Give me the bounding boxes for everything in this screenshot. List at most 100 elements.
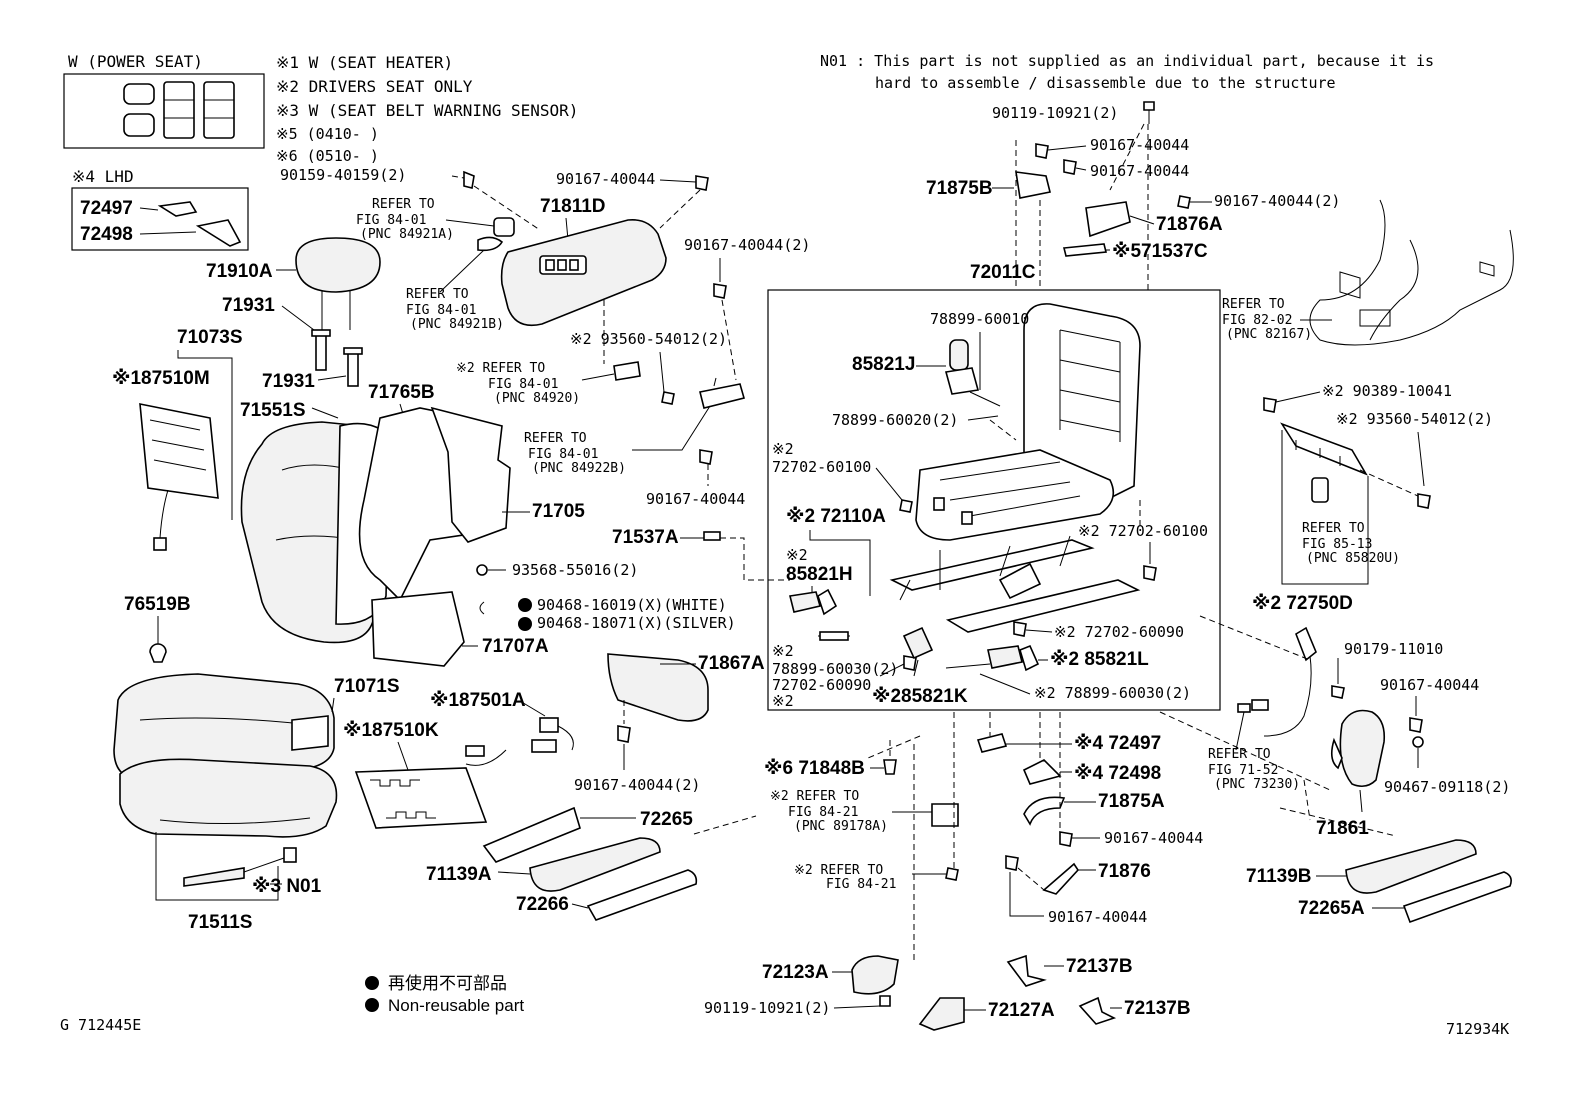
motor-85821K <box>902 626 934 660</box>
cover-72137B-a <box>1006 954 1064 987</box>
refer-84920: ※2 REFER TO FIG 84-01 (PNC 84920) <box>456 361 641 406</box>
part-72265A: 72265A <box>1298 898 1365 919</box>
svg-text:FIG 71-52: FIG 71-52 <box>1208 763 1278 778</box>
part-93568: 93568-55016(2) <box>512 561 638 579</box>
part-85821L: ※2 85821L <box>1050 649 1149 670</box>
cover-72123A <box>832 955 899 995</box>
part-90167-a: 90167-40044 <box>556 170 655 188</box>
svg-text:REFER TO: REFER TO <box>1222 297 1285 312</box>
svg-text:※2: ※2 <box>772 440 794 458</box>
footer-left-code: G 712445E <box>60 1016 141 1034</box>
part-78899-30a: 78899-60030(2) <box>772 660 898 678</box>
switch-bracket <box>699 377 745 409</box>
part-72497-lhd: 72497 <box>80 198 133 219</box>
part-72137B-a: 72137B <box>1066 956 1133 977</box>
seat-belt-buckle <box>1237 626 1317 737</box>
part-71765B: 71765B <box>368 382 435 403</box>
part-90167-i: 90167-40044 <box>1048 908 1147 926</box>
note-1: ※1 W (SEAT HEATER) <box>276 53 453 72</box>
refer-89178A: ※2 REFER TO FIG 84-21 (PNC 89178A) <box>770 789 959 834</box>
part-85821J: 85821J <box>852 354 915 375</box>
cover-72137B-b <box>1078 996 1122 1025</box>
part-78899-20: 78899-60020(2) <box>832 411 958 429</box>
belt-sensor-mat <box>183 847 297 887</box>
svg-text:FIG 82-02: FIG 82-02 <box>1222 313 1292 328</box>
part-71931-b: 71931 <box>262 371 315 392</box>
part-71867A: 71867A <box>698 653 765 674</box>
part-90167-g: 90167-40044 <box>1380 676 1479 694</box>
part-71551S: 71551S <box>240 400 306 421</box>
motor-85821J <box>944 339 980 395</box>
cover-72265A <box>1372 871 1512 924</box>
switch-cover-71811D <box>500 218 667 327</box>
note-3: ※3 W (SEAT BELT WARNING SENSOR) <box>276 101 578 120</box>
part-71931-a: 71931 <box>222 295 275 316</box>
part-N01: ※3 N01 <box>252 876 322 897</box>
note-85821H: ※2 <box>786 546 808 564</box>
part-71139B: 71139B <box>1246 866 1312 887</box>
note-2: ※2 DRIVERS SEAT ONLY <box>276 77 473 96</box>
refer-85820U: REFER TO FIG 85-13 (PNC 85820U) <box>1302 521 1400 566</box>
seat-heater-cushion <box>354 741 507 829</box>
note-72702-d: ※2 <box>772 692 794 710</box>
part-72127A: 72127A <box>988 1000 1055 1021</box>
legend-en: Non-reusable part <box>388 996 524 1015</box>
svg-text:REFER TO: REFER TO <box>524 431 587 446</box>
refer-73230: REFER TO FIG 71-52 (PNC 73230) <box>1208 711 1300 792</box>
part-90119-bot: 90119-10921(2) <box>704 999 830 1017</box>
back-board <box>430 406 530 543</box>
note-6: ※6 (0510- ) <box>276 147 379 165</box>
part-87510M: ※187510M <box>112 368 210 389</box>
part-87501A: ※187501A <box>430 690 526 711</box>
part-90167-d: 90167-40044 <box>1090 136 1189 154</box>
clip-93568 <box>476 564 506 576</box>
svg-text:FIG 84-01: FIG 84-01 <box>406 303 476 318</box>
svg-text:(PNC 84922B): (PNC 84922B) <box>532 461 626 476</box>
n01-note-line1: N01 : This part is not supplied as an in… <box>820 52 1434 70</box>
note-5: ※5 (0410- ) <box>276 125 379 143</box>
svg-text:(PNC 84921B): (PNC 84921B) <box>410 317 504 332</box>
svg-text:(PNC 73230): (PNC 73230) <box>1214 777 1300 792</box>
lhd-box: ※4 LHD 72497 72498 <box>71 167 249 251</box>
outer-cover-71861 <box>1330 709 1386 788</box>
part-90167-h: 90167-40044 <box>1104 829 1203 847</box>
part-71537C: ※571537C <box>1112 241 1208 262</box>
side-cover-71867A <box>607 653 709 722</box>
part-71848B: ※6 71848B <box>764 758 865 779</box>
part-group-72497 <box>976 733 1072 753</box>
part-72137B-b: 72137B <box>1124 998 1191 1019</box>
seat-frame-box <box>767 289 1221 711</box>
part-90467: 90467-09118(2) <box>1384 778 1510 796</box>
part-90167-2b: 90167-40044(2) <box>574 776 700 794</box>
part-72265: 72265 <box>640 809 693 830</box>
part-90159: 90159-40159(2) <box>280 166 406 184</box>
n01-note-line2: hard to assemble / disassemble due to th… <box>875 74 1336 92</box>
part-72110A: ※2 72110A <box>786 506 886 527</box>
headrest <box>276 237 381 330</box>
svg-text:(PNC 85820U): (PNC 85820U) <box>1306 551 1400 566</box>
part-85821K: ※285821K <box>872 686 968 707</box>
svg-text:※2 REFER TO: ※2 REFER TO <box>456 361 545 376</box>
part-90119-top: 90119-10921(2) <box>992 104 1118 122</box>
svg-text:FIG 84-21: FIG 84-21 <box>826 877 896 892</box>
part-90167-e: 90167-40044 <box>1090 162 1189 180</box>
power-seat-switch-box: W (POWER SEAT) <box>63 52 265 149</box>
seat-heater-back <box>139 403 219 551</box>
part-90389: ※2 90389-10041 <box>1322 382 1452 400</box>
footer-right-code: 712934K <box>1446 1020 1509 1038</box>
refer-84-21: ※2 REFER TO FIG 84-21 <box>794 863 959 892</box>
lower-back-panel <box>371 591 478 667</box>
part-71875A: 71875A <box>1098 791 1165 812</box>
motor-85821H <box>789 588 838 616</box>
part-71071S: 71071S <box>334 676 400 697</box>
cover-72127A <box>918 997 986 1031</box>
part-72702-a: 72702-60100 <box>772 458 871 476</box>
svg-text:REFER TO: REFER TO <box>1208 747 1271 762</box>
refer-84921A: REFER TO FIG 84-01 (PNC 84921A) <box>356 197 515 242</box>
svg-text:(PNC 89178A): (PNC 89178A) <box>794 819 888 834</box>
part-71910A: 71910A <box>206 261 273 282</box>
part-78899-30b: ※2 78899-60030(2) <box>1034 684 1191 702</box>
part-71875B: 71875B <box>926 178 993 199</box>
